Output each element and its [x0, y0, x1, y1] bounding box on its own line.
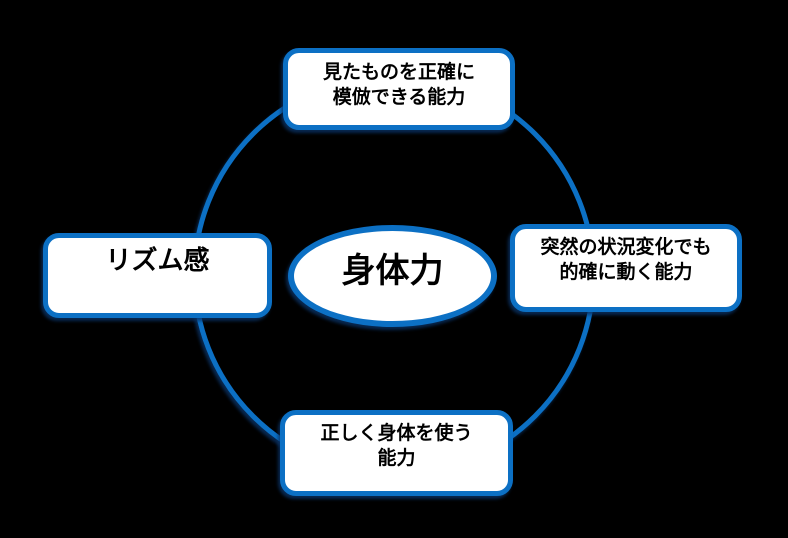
node-imitation-ability-line1: 見たものを正確に — [322, 62, 475, 83]
node-correct-body-use-ability-line2: 能力 — [377, 448, 416, 469]
node-correct-body-use-ability-line1: 正しく身体を使う — [320, 423, 473, 444]
center-label: 身体力 — [341, 251, 444, 290]
node-adapt-ability-line2: 的確に動く能力 — [559, 262, 693, 283]
center-ellipse: 身体力 — [288, 225, 497, 327]
node-rhythm-sense-line1: リズム感 — [105, 244, 210, 275]
node-imitation-ability-line2: 模倣できる能力 — [332, 87, 466, 108]
node-adapt-ability-line1: 突然の状況変化でも — [540, 237, 712, 258]
node-adapt-ability: 突然の状況変化でも 的確に動く能力 — [510, 224, 742, 312]
node-rhythm-sense: リズム感 — [43, 233, 272, 318]
node-imitation-ability: 見たものを正確に 模倣できる能力 — [283, 48, 515, 130]
node-correct-body-use-ability: 正しく身体を使う 能力 — [280, 410, 513, 496]
